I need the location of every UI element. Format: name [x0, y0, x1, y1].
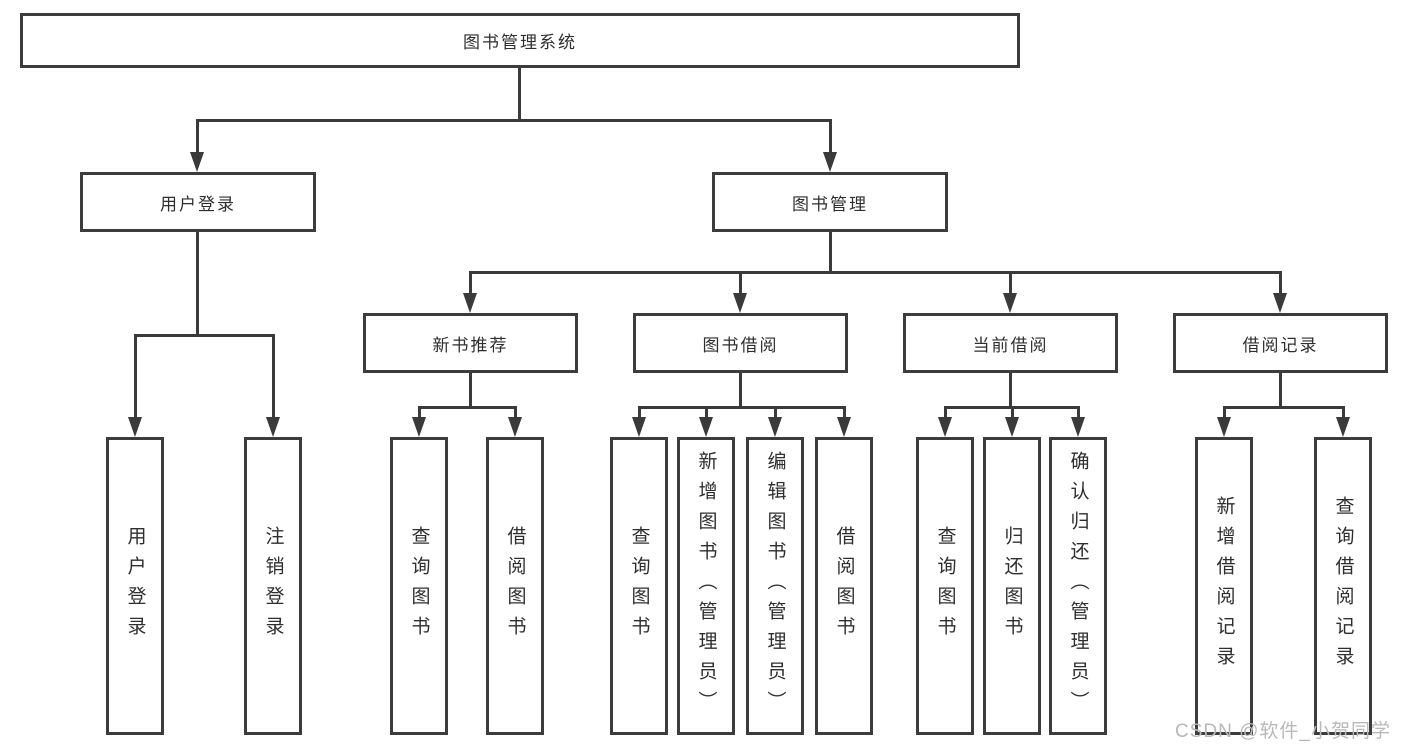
- connector-line: [944, 406, 947, 418]
- node-borrowing-records: 借阅记录: [1173, 313, 1388, 373]
- leaf-borrow-books: 借阅图书: [815, 437, 873, 735]
- connector-line: [272, 334, 275, 418]
- arrowhead-down-icon: [128, 417, 142, 437]
- arrowhead-down-icon: [733, 293, 747, 313]
- connector-line: [1342, 406, 1345, 418]
- connector-line: [1279, 373, 1282, 408]
- arrowhead-down-icon: [1273, 293, 1287, 313]
- arrowhead-down-icon: [266, 417, 280, 437]
- arrowhead-down-icon: [508, 417, 522, 437]
- arrowhead-down-icon: [699, 417, 713, 437]
- connector-line: [739, 373, 742, 408]
- leaf-label: 新增借阅记录: [1213, 496, 1235, 676]
- arrowhead-down-icon: [1003, 293, 1017, 313]
- connector-line: [418, 406, 421, 418]
- node-label: 用户登录: [160, 194, 236, 214]
- connector-line: [705, 406, 708, 418]
- arrowhead-down-icon: [1071, 417, 1085, 437]
- connector-line: [638, 406, 846, 409]
- arrowhead-down-icon: [823, 152, 837, 172]
- leaf-label: 归还图书: [1001, 526, 1023, 646]
- node-book-borrowing: 图书借阅: [633, 313, 848, 373]
- leaf-query-books-current: 查询图书: [916, 437, 974, 735]
- node-root-library-system: 图书管理系统: [20, 13, 1020, 68]
- connector-line: [469, 271, 1282, 274]
- connector-line: [514, 406, 517, 418]
- leaf-label: 确认归还（管理员）: [1067, 451, 1089, 721]
- leaf-add-books-admin: 新增图书（管理员）: [677, 437, 735, 735]
- leaf-label: 新增图书（管理员）: [695, 451, 717, 721]
- connector-line: [1223, 406, 1226, 418]
- connector-line: [134, 334, 275, 337]
- leaf-query-borrow-record: 查询借阅记录: [1314, 437, 1372, 735]
- node-label: 图书管理系统: [463, 33, 577, 52]
- connector-line: [518, 68, 521, 121]
- connector-line: [638, 406, 641, 418]
- connector-line: [1279, 271, 1282, 294]
- arrowhead-down-icon: [768, 417, 782, 437]
- arrowhead-down-icon: [463, 293, 477, 313]
- connector-line: [829, 119, 832, 153]
- leaf-label: 用户登录: [124, 526, 146, 646]
- leaf-logout: 注销登录: [244, 437, 302, 735]
- leaf-edit-books-admin: 编辑图书（管理员）: [746, 437, 804, 735]
- leaf-user-login: 用户登录: [106, 437, 164, 735]
- connector-line: [1011, 406, 1014, 418]
- connector-line: [1077, 406, 1080, 418]
- connector-line: [196, 119, 199, 153]
- leaf-label: 编辑图书（管理员）: [764, 451, 786, 721]
- arrowhead-down-icon: [632, 417, 646, 437]
- arrowhead-down-icon: [412, 417, 426, 437]
- node-label: 借阅记录: [1242, 335, 1319, 355]
- node-label: 图书管理: [792, 194, 868, 214]
- connector-line: [829, 232, 832, 274]
- node-label: 当前借阅: [972, 335, 1049, 355]
- leaf-label: 查询图书: [408, 526, 430, 646]
- connector-line: [469, 373, 472, 408]
- connector-line: [196, 119, 831, 122]
- node-new-book-recommendation: 新书推荐: [363, 313, 578, 373]
- leaf-label: 注销登录: [262, 526, 284, 646]
- leaf-confirm-return-admin: 确认归还（管理员）: [1049, 437, 1107, 735]
- connector-line: [469, 271, 472, 294]
- leaf-label: 借阅图书: [833, 526, 855, 646]
- node-user-login: 用户登录: [80, 172, 316, 232]
- leaf-add-borrow-record: 新增借阅记录: [1195, 437, 1253, 735]
- connector-line: [1009, 271, 1012, 294]
- leaf-query-books-borrow: 查询图书: [610, 437, 668, 735]
- leaf-label: 查询图书: [628, 526, 650, 646]
- leaf-query-books-recommend: 查询图书: [390, 437, 448, 735]
- arrowhead-down-icon: [1217, 417, 1231, 437]
- connector-line: [1223, 406, 1344, 409]
- node-label: 新书推荐: [432, 335, 509, 355]
- leaf-label: 查询借阅记录: [1332, 496, 1354, 676]
- arrowhead-down-icon: [190, 152, 204, 172]
- connector-line: [134, 334, 137, 418]
- node-current-borrowing: 当前借阅: [903, 313, 1118, 373]
- connector-line: [843, 406, 846, 418]
- node-book-management: 图书管理: [712, 172, 948, 232]
- arrowhead-down-icon: [1336, 417, 1350, 437]
- node-label: 图书借阅: [702, 335, 779, 355]
- arrowhead-down-icon: [938, 417, 952, 437]
- leaf-return-books: 归还图书: [983, 437, 1041, 735]
- leaf-label: 借阅图书: [504, 526, 526, 646]
- arrowhead-down-icon: [1005, 417, 1019, 437]
- connector-line: [774, 406, 777, 418]
- leaf-borrow-books-recommend: 借阅图书: [486, 437, 544, 735]
- connector-line: [1009, 373, 1012, 408]
- connector-line: [418, 406, 517, 409]
- csdn-watermark: CSDN @软件_小贺同学: [1175, 721, 1391, 742]
- arrowhead-down-icon: [837, 417, 851, 437]
- connector-line: [739, 271, 742, 294]
- connector-line: [196, 232, 199, 336]
- leaf-label: 查询图书: [934, 526, 956, 646]
